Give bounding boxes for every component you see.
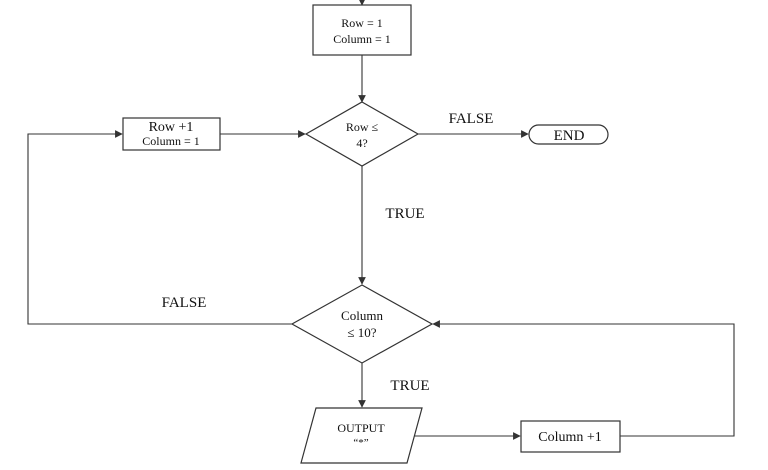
end-label: END [554,128,585,144]
init-box: Row = 1 Column = 1 [312,4,412,56]
output-box: OUTPUT “*” [300,407,423,464]
column-increment-label: Column +1 [538,430,602,445]
init-box-line1: Row = 1 [341,16,382,30]
row-increment-line1: Row +1 [149,120,194,135]
end-terminator: END [528,124,609,145]
row-increment-line2: Column = 1 [142,134,199,148]
row-false-label: FALSE [449,111,494,127]
column-true-label: TRUE [390,378,429,394]
column-check-line2: ≤ 10? [347,325,376,340]
output-line2: “*” [353,437,368,449]
column-false-arrow [27,130,292,325]
output-line1: OUTPUT [337,421,385,435]
column-false-label: FALSE [162,295,207,311]
column-increment-loop-arrow [432,320,735,437]
row-check-line2: 4? [356,136,367,150]
row-check-line1: Row ≤ [346,120,379,134]
row-true-label: TRUE [385,206,424,222]
row-check-decision: Row ≤ 4? [304,101,420,167]
column-increment-box: Column +1 [520,420,621,453]
init-box-line2: Column = 1 [333,32,390,46]
row-increment-box: Row +1 Column = 1 [122,117,221,151]
column-check-line1: Column [341,308,383,323]
column-check-decision: Column ≤ 10? [290,284,434,364]
